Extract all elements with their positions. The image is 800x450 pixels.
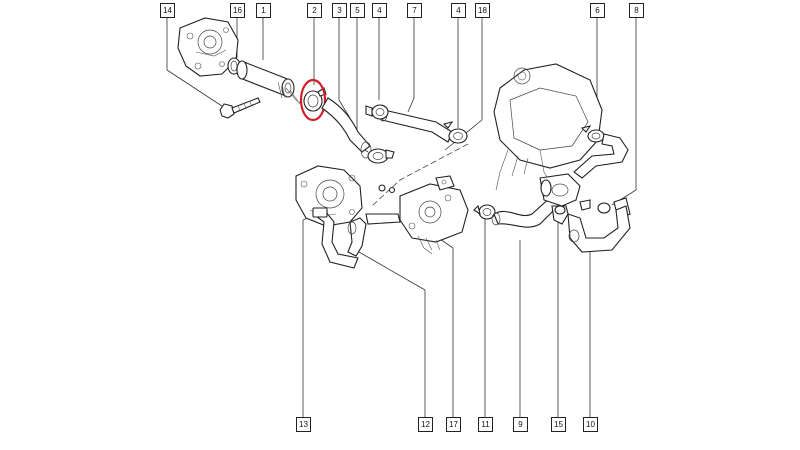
- callout-10: 10: [583, 417, 598, 432]
- hose-3: [321, 97, 372, 159]
- callout-6: 6: [590, 3, 605, 18]
- alignment-dash-line: [371, 143, 469, 207]
- callout-8: 8: [629, 3, 644, 18]
- callout-11: 11: [478, 417, 493, 432]
- hose-clamp-4-right: [442, 121, 468, 144]
- callout-2: 2: [307, 3, 322, 18]
- callout-9: 9: [513, 417, 528, 432]
- hose-clamp-4-left: [365, 104, 389, 120]
- callout-4-right: 4: [451, 3, 466, 18]
- hose-clamp-6: [580, 125, 605, 143]
- callout-5: 5: [350, 3, 365, 18]
- callout-3: 3: [332, 3, 347, 18]
- hose-clamp-11: [473, 204, 496, 220]
- hose-13: [312, 207, 359, 269]
- callout-13: 13: [296, 417, 311, 432]
- water-pump-17: [399, 175, 469, 255]
- leader-lines: [166, 16, 637, 418]
- callout-18: 18: [475, 3, 490, 18]
- coolant-pipe-1: [236, 60, 303, 105]
- highlight-circle: [299, 78, 327, 122]
- small-fitting: [378, 184, 386, 192]
- coolant-junction-15: [539, 173, 581, 225]
- hose-10: [567, 199, 631, 253]
- egr-cooler-assembly: [493, 63, 603, 191]
- bolt-14: [219, 97, 261, 119]
- callout-17: 17: [446, 417, 461, 432]
- hose-12: [347, 213, 401, 257]
- callout-1: 1: [256, 3, 271, 18]
- callout-14: 14: [160, 3, 175, 18]
- callout-15: 15: [551, 417, 566, 432]
- callout-16: 16: [230, 3, 245, 18]
- hose-7: [378, 108, 453, 143]
- callout-4-left: 4: [372, 3, 387, 18]
- callout-7: 7: [407, 3, 422, 18]
- callout-12: 12: [418, 417, 433, 432]
- hose-clamp-5: [367, 148, 395, 164]
